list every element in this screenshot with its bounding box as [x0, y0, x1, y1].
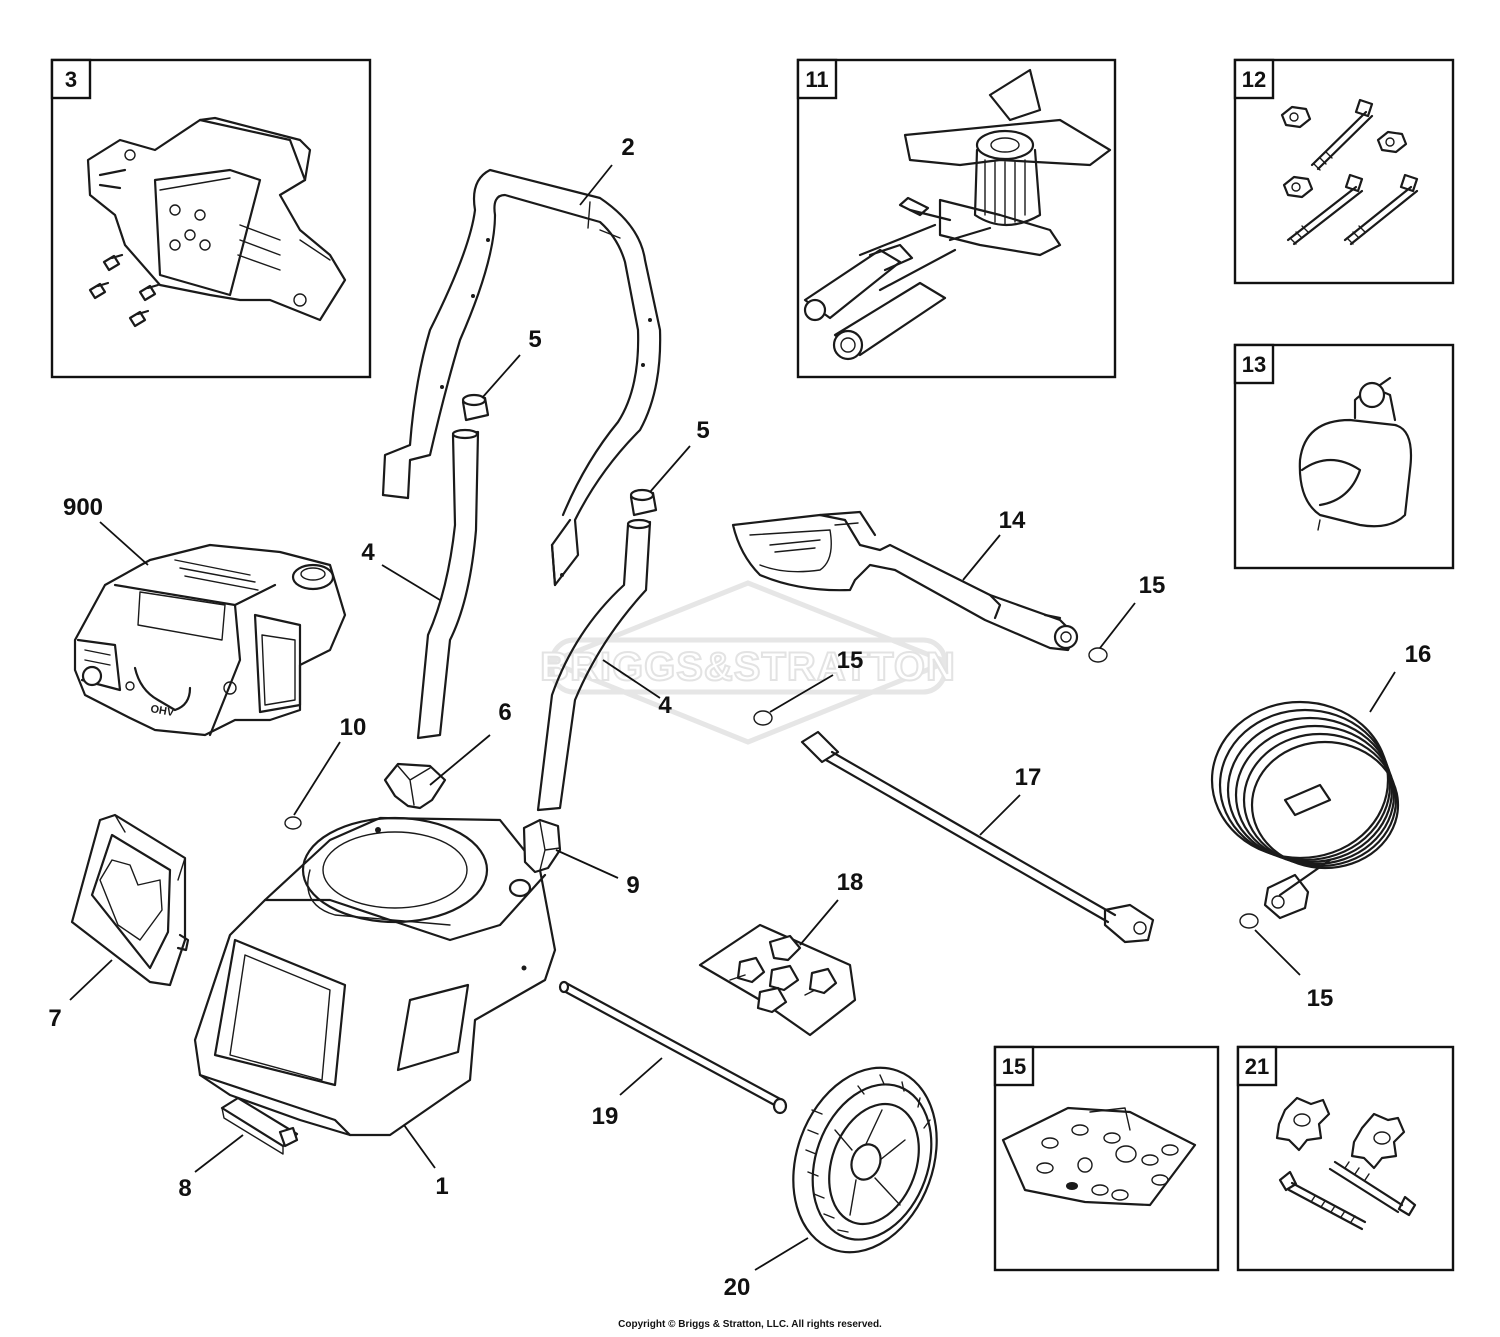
- detail-box-label: 15: [1002, 1054, 1026, 1079]
- callout-4: 4: [361, 539, 375, 566]
- callout-15: 15: [1307, 985, 1334, 1012]
- o-ring-kit-part: [1001, 1106, 1197, 1207]
- callout-15: 15: [1139, 572, 1166, 599]
- control-panel-part: [86, 116, 347, 322]
- callout-900: 900: [63, 494, 103, 521]
- nozzle-set-part: [698, 923, 857, 1037]
- callout-7: 7: [48, 1005, 61, 1032]
- spray-gun-part: [731, 510, 1079, 652]
- engine-ohv-mark: OHV: [149, 703, 175, 719]
- detail-box-13: 13: [1233, 343, 1455, 570]
- callout-10: 10: [340, 714, 367, 741]
- callout-16: 16: [1405, 641, 1432, 668]
- watermark-text: BRIGGS&STRATTON: [540, 645, 956, 689]
- knob-and-bolt-set: [1275, 1096, 1417, 1231]
- detail-box-21: 21: [1236, 1045, 1455, 1272]
- callout-labels: 2 5 5 900 4 4 14 15 15 16 10 6 17 9 18 1…: [48, 134, 1431, 1301]
- detail-box-11: 11: [796, 58, 1117, 379]
- callout-8: 8: [178, 1175, 191, 1202]
- lower-handle-tube-parts: [416, 428, 652, 812]
- callout-9: 9: [626, 872, 639, 899]
- detail-box-label: 3: [65, 67, 77, 92]
- callout-15: 15: [837, 647, 864, 674]
- axle-part: [558, 980, 788, 1115]
- high-pressure-hose-part: [1210, 700, 1400, 920]
- grip-insert-part: [220, 1096, 299, 1155]
- callout-2: 2: [621, 134, 634, 161]
- callout-6: 6: [498, 699, 511, 726]
- detail-box-12: 12: [1233, 58, 1455, 285]
- leader-lines: [69, 164, 1396, 1271]
- detail-box-label: 11: [805, 67, 828, 92]
- handle-frame-part: [381, 168, 662, 587]
- spray-wand-part: [800, 730, 1155, 944]
- callout-17: 17: [1015, 764, 1042, 791]
- detail-box-3: 3: [50, 58, 372, 379]
- tube-socket-caps: [383, 762, 562, 874]
- detail-box-label: 13: [1242, 352, 1266, 377]
- callout-14: 14: [999, 507, 1026, 534]
- tube-plug-parts: [461, 393, 658, 517]
- copyright-notice: Copyright © Briggs & Stratton, LLC. All …: [618, 1319, 882, 1330]
- detail-box-15: 15: [993, 1045, 1220, 1272]
- o-ring-parts: [753, 647, 1259, 929]
- bolt-and-nut-set: [1280, 98, 1419, 246]
- oil-bottle-part: [1298, 376, 1413, 531]
- brand-watermark: BRIGGS&STRATTON: [539, 580, 956, 745]
- callout-4: 4: [658, 692, 672, 719]
- detail-box-label: 21: [1245, 1054, 1269, 1079]
- wheel-part: [792, 1066, 938, 1254]
- frame-base-part: [193, 816, 557, 1137]
- callout-20: 20: [724, 1274, 751, 1301]
- callout-1: 1: [435, 1173, 448, 1200]
- front-panel-part: [70, 813, 190, 987]
- washer-part: [284, 816, 302, 830]
- screw-set: [88, 253, 160, 328]
- callout-18: 18: [837, 869, 864, 896]
- detail-box-label: 12: [1242, 67, 1266, 92]
- callout-19: 19: [592, 1103, 619, 1130]
- engine-assembly-part: OHV: [73, 543, 347, 737]
- callout-5: 5: [696, 417, 709, 444]
- callout-5: 5: [528, 326, 541, 353]
- pump-assembly-part: [803, 68, 1112, 361]
